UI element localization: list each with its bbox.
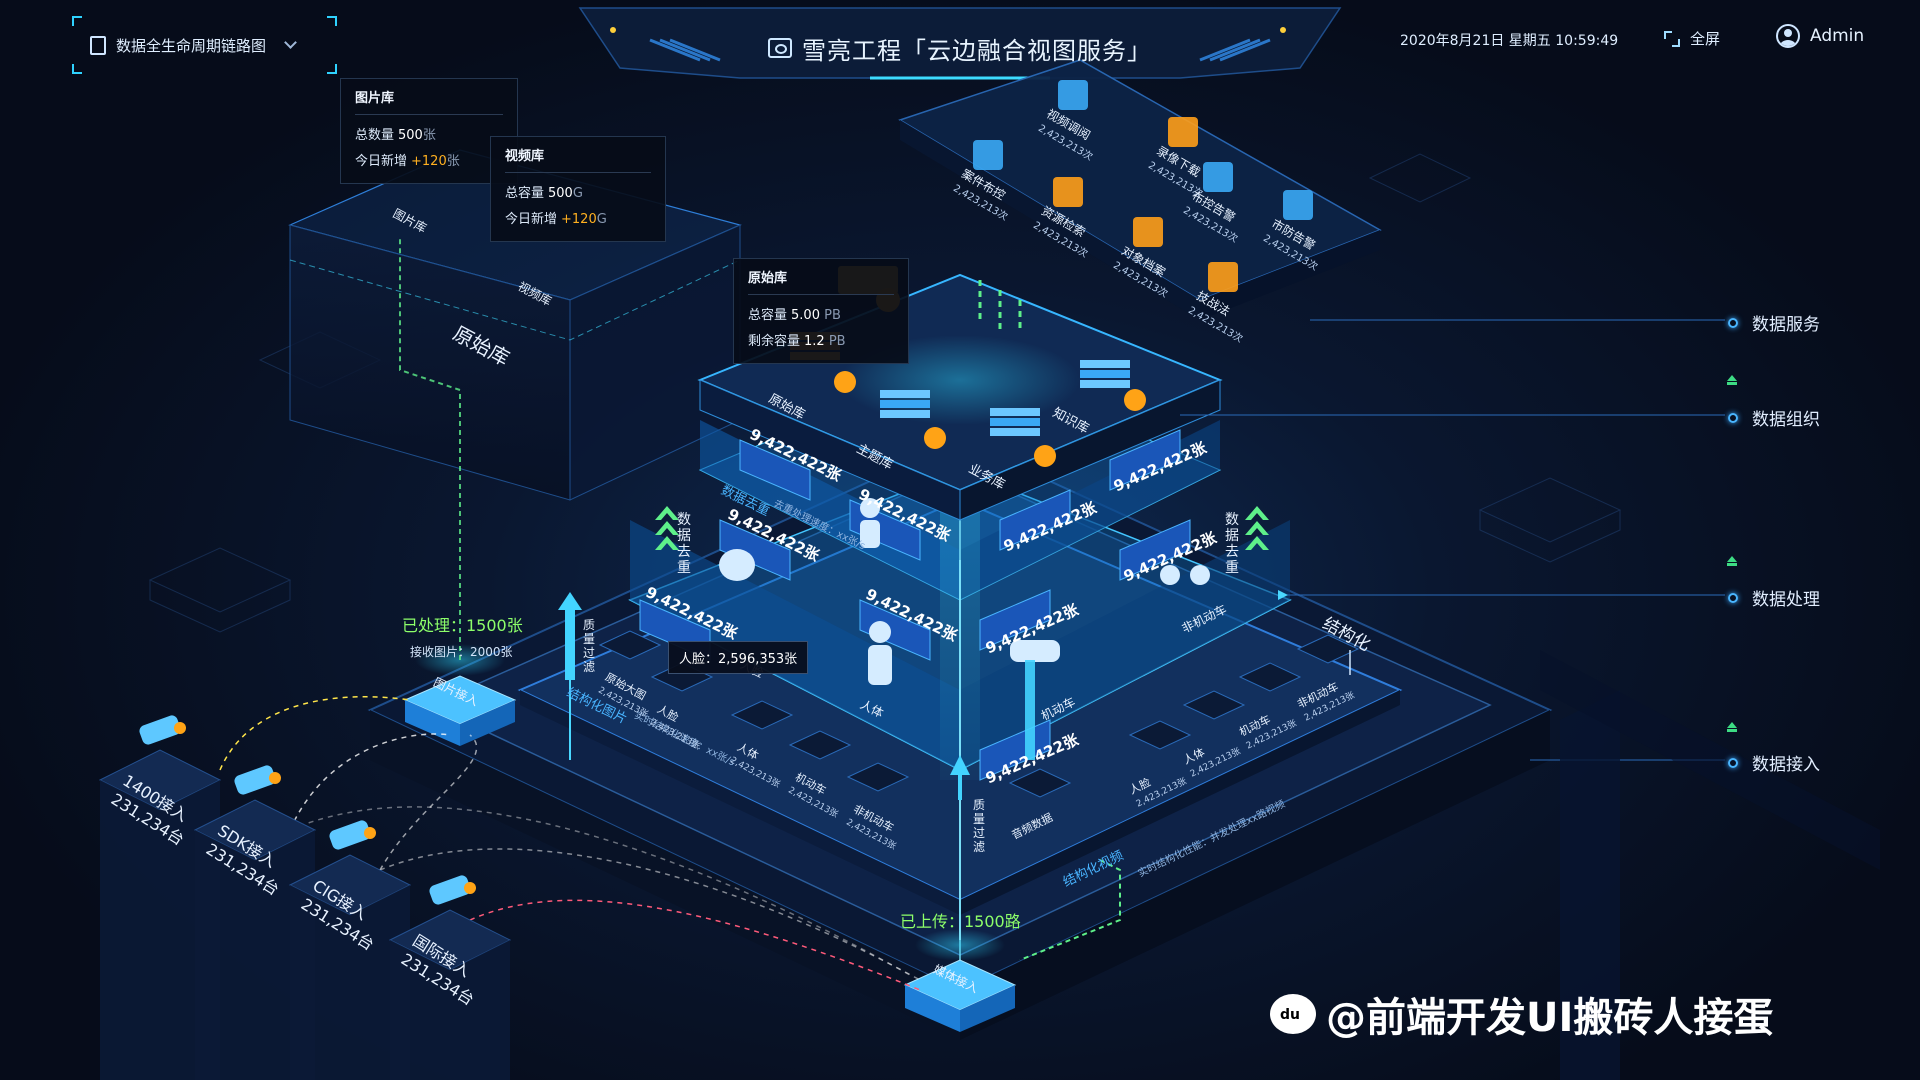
legend-dot [1728,317,1738,328]
legend-label: 数据接入 [1752,755,1820,775]
tooltip-unit: PB [824,308,841,323]
legend-label: 数据服务 [1752,315,1820,335]
quality-filter-left: 质量过滤 [582,618,595,674]
legend-label: 数据处理 [1752,590,1820,610]
tooltip-label: 总数量 [355,128,395,143]
service-icon [1133,217,1163,247]
tooltip-unit: 张 [422,128,436,143]
corner-deco [72,64,82,74]
fullscreen-button[interactable]: 全屏 [1664,28,1720,49]
legend-dot [1728,592,1738,603]
tooltip-title: 图片库 [355,87,503,115]
tooltip-value: 500 [548,186,573,201]
page-title: 雪亮工程「云边融合视图服务」 [735,18,1185,78]
datetime: 2020年8月21日 星期五 10:59:49 [1400,33,1619,49]
tooltip-unit: 张 [446,154,460,169]
device-pillar-side [195,830,315,1080]
service-icon [973,140,1003,170]
watermark: @前端开发UI搬砖人接蛋 [1270,985,1773,1043]
up-arrow-icon [1726,722,1738,736]
access-tile [1238,662,1302,692]
tooltip-label: 总容量 [505,186,545,201]
access-tile [788,730,852,760]
monitor-icon [768,38,792,58]
access-tile [598,630,662,660]
legend-data-org[interactable]: 数据组织 [1728,405,1820,430]
service-icon [1203,162,1233,192]
legend-dot [1728,757,1738,768]
service-icon [1168,117,1198,147]
view-selector-label: 数据全生命周期链路图 [116,36,267,55]
received-stat: 接收图片：2000张 [410,645,513,659]
camera-icon [139,715,181,745]
watermark-text: @前端开发UI搬砖人接蛋 [1326,995,1774,1041]
camera-lens [464,882,476,894]
weibo-icon [1270,994,1316,1034]
user-name: Admin [1810,26,1865,46]
up-arrow-icon [1726,556,1738,570]
device-pillar-side [390,940,510,1080]
legend-label: 数据组织 [1752,410,1820,430]
user-icon [1776,24,1800,48]
camera-icon [429,875,471,905]
view-selector[interactable]: 数据全生命周期链路图 [72,16,337,74]
face-count-tooltip: 人脸：2,596,353张 [668,641,809,674]
corner-deco [72,16,82,26]
tooltip-value: +120 [561,212,597,227]
dedupe-left-label: 数据去重 [677,512,691,576]
legend-data-service[interactable]: 数据服务 [1728,310,1820,335]
page-title-text: 雪亮工程「云边融合视图服务」 [802,36,1152,65]
camera-icon [329,820,371,850]
tooltip-value: 5.00 [791,308,820,323]
tooltip-label: 总容量 [748,308,788,323]
service-icon [1283,190,1313,220]
quality-filter-right: 质量过滤 [972,798,985,854]
tooltip-label: 剩余容量 [748,334,801,349]
fullscreen-label: 全屏 [1690,30,1721,48]
uploaded-stat: 已上传：1500路 [900,912,1021,931]
user-menu[interactable]: Admin [1776,24,1864,48]
service-icon [1208,262,1238,292]
access-tile [730,700,794,730]
access-tile [1008,768,1072,798]
tooltip-title: 原始库 [748,267,894,295]
service-icon [1053,177,1083,207]
dedupe-right-label: 数据去重 [1225,512,1239,576]
document-icon [90,35,106,55]
tooltip-value: 1.2 [804,334,825,349]
tooltip-value: 500 [398,128,423,143]
tooltip-title: 视频库 [505,145,651,173]
tooltip-label: 今日新增 [505,212,558,227]
tooltip-unit: PB [828,334,846,349]
device-pillar-side [290,885,410,1080]
corner-deco [327,64,337,74]
up-arrow-icon [1726,375,1738,389]
legend-data-process[interactable]: 数据处理 [1728,585,1820,610]
camera-lens [364,827,376,839]
access-tile [1128,720,1192,750]
access-tile [846,762,910,792]
tooltip-value: +120 [411,154,447,169]
tooltip-label: 今日新增 [355,154,408,169]
camera-icon [234,765,276,795]
tooltip-unit: G [596,212,607,227]
device-pillar-side [100,780,220,1080]
legend-dot [1728,412,1738,423]
chevron-down-icon [284,36,297,49]
camera-lens [174,722,186,734]
camera-lens [269,772,281,784]
corner-deco [327,16,337,26]
access-tile [1182,690,1246,720]
legend-data-access[interactable]: 数据接入 [1728,750,1820,775]
fullscreen-icon [1664,30,1680,47]
service-icon [1058,80,1088,110]
access-tile [1296,634,1360,664]
processed-stat: 已处理：1500张 [402,616,523,635]
tooltip-unit: G [572,186,583,201]
